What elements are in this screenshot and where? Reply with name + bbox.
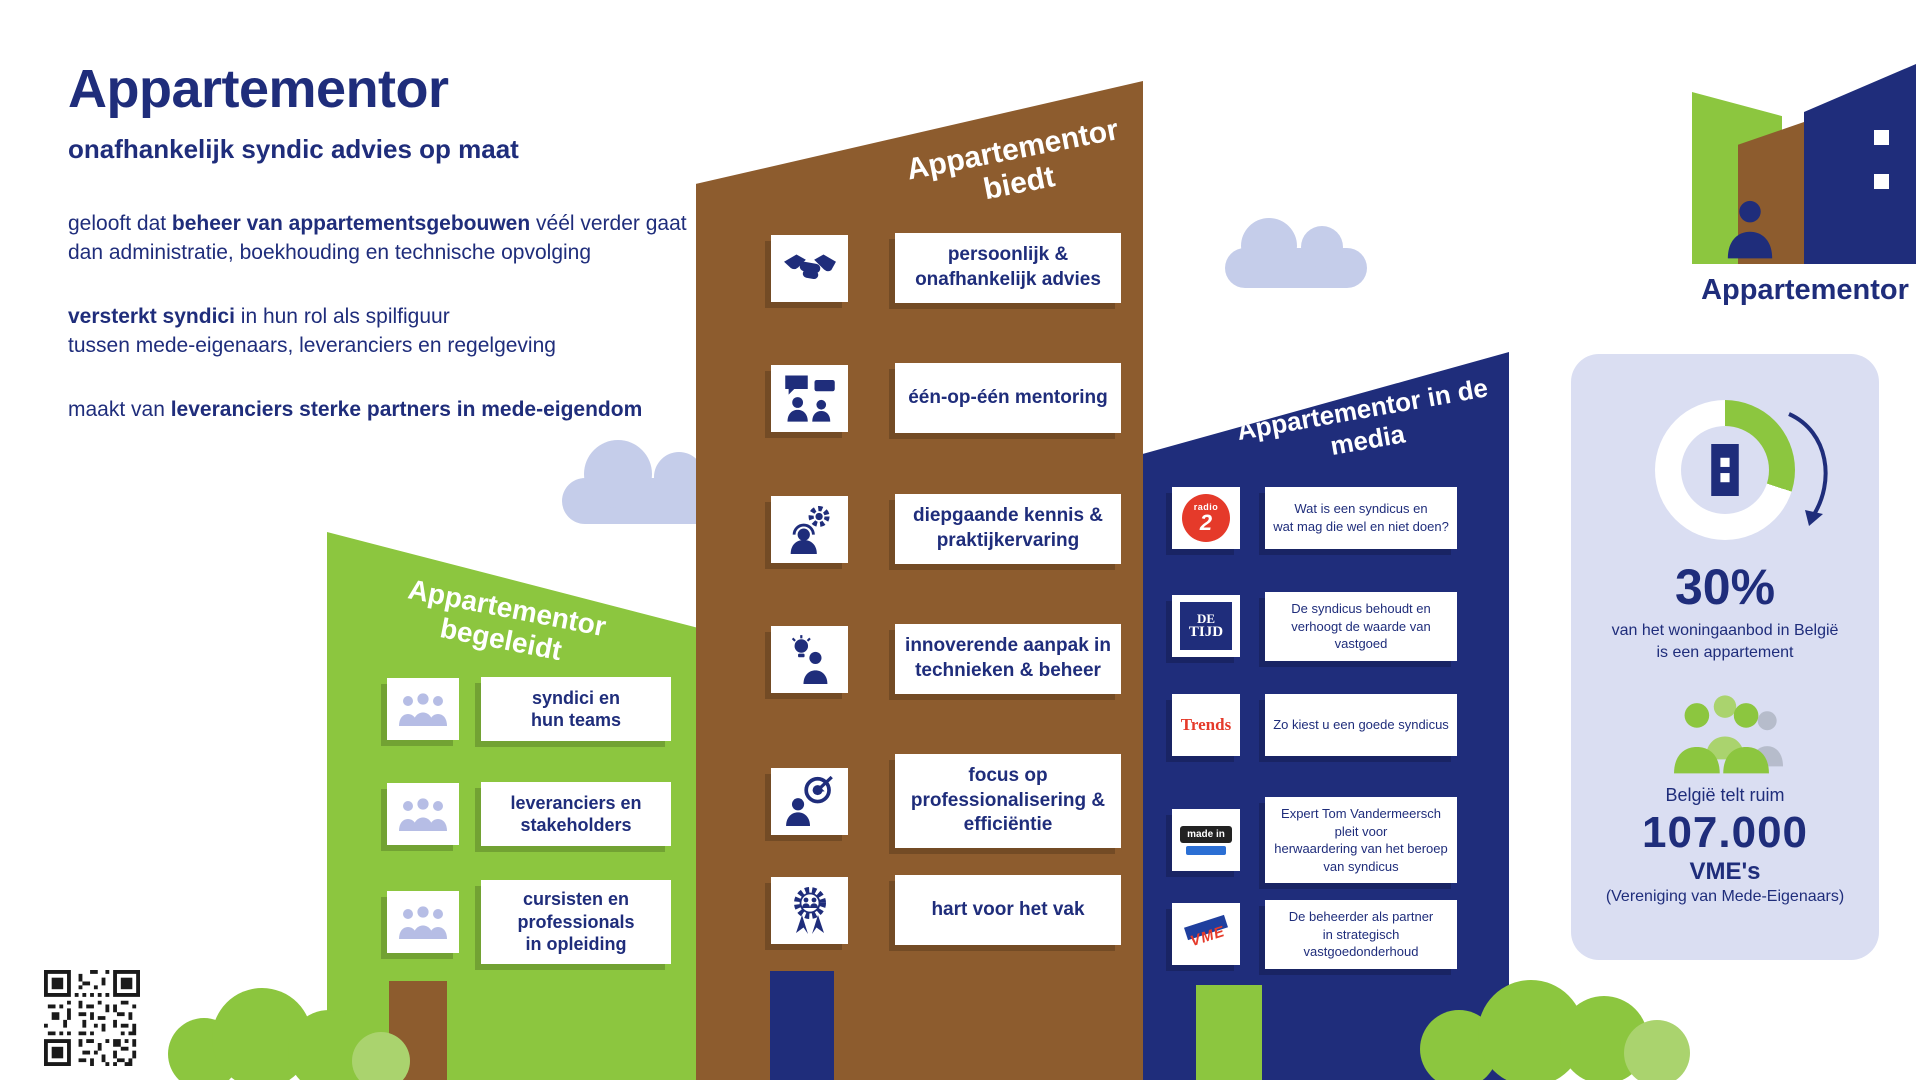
bush <box>1420 980 1700 1080</box>
people-stats-icon <box>1667 691 1783 775</box>
media-item: made in Expert Tom Vandermeersch pleit v… <box>1172 797 1457 884</box>
brand-logo: Appartementor <box>1692 64 1918 310</box>
handshake-icon <box>771 234 848 302</box>
intro-paragraph-1: gelooft dat beheer van appartementsgebou… <box>68 212 687 265</box>
list-item: focus op professionalisering & efficiënt… <box>771 754 1121 849</box>
door <box>1196 985 1262 1080</box>
list-item: cursisten en professionals in opleiding <box>387 880 671 964</box>
mentoring-icon <box>771 364 848 432</box>
expertise-icon <box>771 495 848 563</box>
media-item: Trends Zo kiest u een goede syndicus <box>1172 694 1457 756</box>
madein-logo: made in <box>1172 809 1240 872</box>
building-begeleidt-title: Appartementor begeleidt <box>405 573 609 667</box>
intro-paragraphs: gelooft dat beheer van appartementsgebou… <box>68 209 768 424</box>
building-begeleidt: Appartementor begeleidt syndici en hun t… <box>327 532 696 1080</box>
media-headline: Expert Tom Vandermeersch pleit voor herw… <box>1265 797 1457 884</box>
trends-logo: Trends <box>1172 694 1240 756</box>
count-unit: VME's <box>1689 857 1761 885</box>
list-item: syndici en hun teams <box>387 677 671 741</box>
service-label: diepgaande kennis & praktijkervaring <box>895 494 1121 564</box>
list-item: innoverende aanpak in technieken & behee… <box>771 624 1121 694</box>
logo-window <box>1874 174 1889 189</box>
target-icon <box>771 767 848 835</box>
service-label: persoonlijk & onafhankelijk advies <box>895 233 1121 303</box>
media-headline: De beheerder als partner in strategisch … <box>1265 900 1457 969</box>
percent-caption: van het woningaanbod in België is een ap… <box>1611 622 1839 662</box>
donut-chart-wrap <box>1655 400 1795 540</box>
count-caption: (Vereniging van Mede-Eigenaars) <box>1605 887 1845 905</box>
building-biedt-title: Appartementor biedt <box>903 113 1122 207</box>
logo-window <box>1874 130 1889 145</box>
intro-paragraph-2: versterkt syndici in hun rol als spilfig… <box>68 304 556 358</box>
people-group-icon <box>387 678 459 740</box>
madein-banner <box>1185 845 1226 855</box>
media-item: VME De beheerder als partner in strategi… <box>1172 900 1457 969</box>
donut-hole <box>1681 426 1769 514</box>
cloud <box>1225 218 1367 288</box>
media-headline: Wat is een syndicus en wat mag die wel e… <box>1265 487 1457 549</box>
count-intro: België telt ruim <box>1665 784 1785 805</box>
people-group-icon <box>387 783 459 845</box>
vme-logo: VME <box>1172 903 1240 966</box>
building-biedt: Appartementor biedt persoonlijk & onafha… <box>696 81 1143 1080</box>
qr-code <box>44 970 140 1066</box>
building-icon <box>1708 444 1742 496</box>
intro-paragraph-3: maakt van leveranciers sterke partners i… <box>68 397 643 421</box>
media-headline: Zo kiest u een goede syndicus <box>1265 694 1457 756</box>
service-label: focus op professionalisering & efficiënt… <box>895 754 1121 849</box>
page-title: Appartementor <box>68 59 449 119</box>
building-media-title: Appartementor in de media <box>1234 372 1491 462</box>
list-item: persoonlijk & onafhankelijk advies <box>771 233 1121 303</box>
intro-block: Appartementor onafhankelijk syndic advie… <box>68 58 768 458</box>
person-icon <box>1722 196 1778 260</box>
audience-label: cursisten en professionals in opleiding <box>481 880 671 964</box>
door <box>770 971 834 1080</box>
brand-wordmark: Appartementor <box>1701 274 1909 306</box>
stats-panel: 30% van het woningaanbod in België is ee… <box>1571 354 1879 960</box>
people-group-icon <box>387 890 459 953</box>
list-item: hart voor het vak <box>771 875 1121 945</box>
innovation-icon <box>771 625 848 693</box>
percent-value: 30% <box>1674 559 1776 615</box>
count-value: 107.000 <box>1641 807 1809 857</box>
page-subtitle: onafhankelijk syndic advies op maat <box>68 134 519 164</box>
service-label: één-op-één mentoring <box>895 363 1121 433</box>
list-item: diepgaande kennis & praktijkervaring <box>771 494 1121 564</box>
audience-label: syndici en hun teams <box>481 677 671 741</box>
logo-navy-building <box>1804 64 1916 264</box>
audience-label: leveranciers en stakeholders <box>481 782 671 846</box>
bush <box>168 988 418 1080</box>
media-headline: De syndicus behoudt en verhoogt de waard… <box>1265 592 1457 661</box>
curved-arrow-icon <box>1788 412 1828 526</box>
award-icon <box>771 876 848 944</box>
service-label: hart voor het vak <box>895 875 1121 945</box>
list-item: één-op-één mentoring <box>771 363 1121 433</box>
service-label: innoverende aanpak in technieken & behee… <box>895 624 1121 694</box>
list-item: leveranciers en stakeholders <box>387 782 671 846</box>
